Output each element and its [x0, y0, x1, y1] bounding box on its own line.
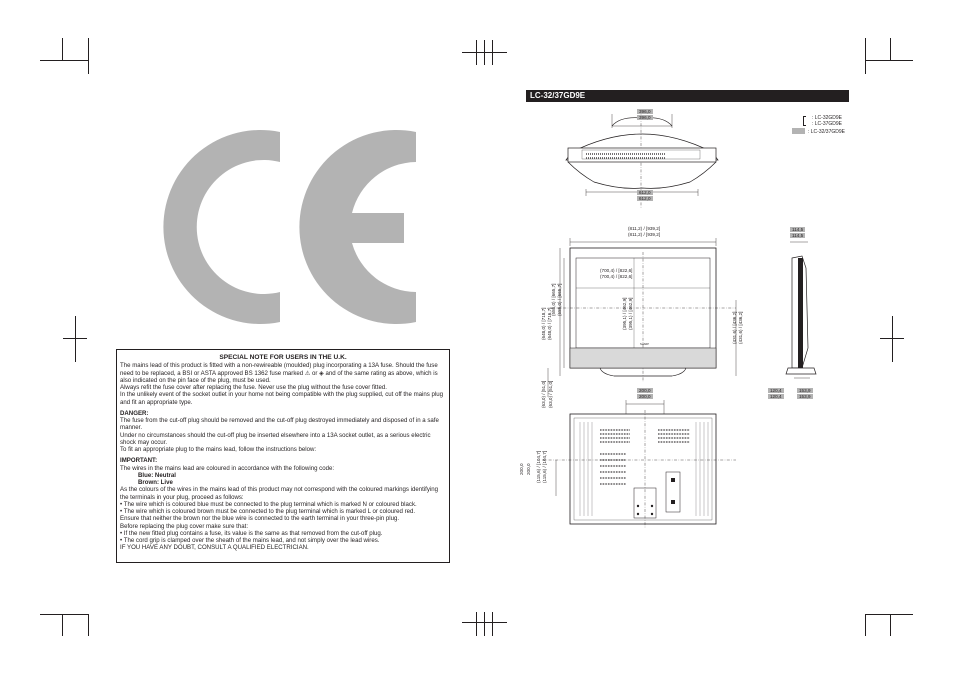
dim-label: 396,0	[637, 109, 653, 114]
dim-label: (700,4) / [822,6]	[600, 268, 633, 273]
dim-label: 153,9	[797, 394, 813, 399]
uk-special-note: SPECIAL NOTE FOR USERS IN THE U.K. The m…	[116, 349, 450, 563]
notice-paragraph: To fit an appropriate plug to the mains …	[120, 446, 317, 453]
dim-label: (586,0) / [665,7]	[551, 283, 556, 316]
dim-label: (811,2) / [939,2]	[628, 232, 661, 237]
dim-label: 396,0	[637, 115, 653, 120]
notice-paragraph: Before replacing the plug cover make sur…	[120, 522, 249, 530]
dim-label: (586,0) / [665,7]	[557, 283, 562, 316]
notice-paragraph: In the unlikely event of the socket outl…	[120, 391, 444, 406]
dim-label: 153,9	[797, 388, 813, 393]
legend-item: : LC-37GD9E	[812, 121, 843, 127]
notice-title: SPECIAL NOTE FOR USERS IN THE U.K.	[219, 354, 347, 361]
dim-label: 120,4	[768, 394, 784, 399]
notice-paragraph: Ensure that neither the brown nor the bl…	[120, 515, 400, 523]
legend-item: : LC-32GD9E	[812, 115, 843, 121]
notice-bullet: • The cord grip is clamped over the shea…	[120, 537, 380, 544]
dim-label: (395,1) / [462,9]	[622, 297, 627, 330]
notice-bullet: • If the new fitted plug contains a fuse…	[120, 529, 383, 537]
danger-heading: DANGER:	[120, 409, 149, 417]
model-header-bar: LC-32/37GD9E	[526, 90, 849, 102]
dim-label: (115,6) / [104,7]	[542, 450, 547, 483]
dim-label: 200,0	[637, 394, 653, 399]
dim-label: 200,0	[526, 463, 531, 476]
notice-bullet: • The wire which is coloured blue must b…	[120, 500, 417, 508]
dim-label: (395,1) / [462,9]	[628, 297, 633, 330]
wire-blue: Blue: Neutral	[138, 471, 176, 479]
dim-label: (648,0) / [718,7]	[541, 307, 546, 340]
important-heading: IMPORTANT:	[120, 457, 158, 465]
dim-label: 612,0	[637, 190, 653, 195]
dim-label: (431,6) / [436,2]	[732, 311, 737, 344]
notice-bullet: • The wire which is coloured brown must …	[120, 508, 416, 515]
notice-final: IF YOU HAVE ANY DOUBT, CONSULT A QUALIFI…	[120, 544, 309, 552]
notice-paragraph: The wires in the mains lead are coloured…	[120, 464, 335, 472]
wire-brown: Brown: Live	[138, 479, 173, 486]
dim-label: 612,0	[637, 196, 653, 201]
rear-view-drawing	[542, 400, 736, 528]
dim-label: 200,0	[519, 463, 524, 476]
dim-label: (115,6) / [104,7]	[536, 450, 541, 483]
notice-paragraph: Always refit the fuse cover after replac…	[120, 384, 387, 391]
legend-swatch	[792, 128, 805, 134]
svg-text:SHARP: SHARP	[640, 342, 649, 346]
ce-logo	[163, 129, 416, 324]
notice-paragraph: The fuse from the cut-off plug should be…	[120, 417, 439, 432]
dim-label: 120,4	[768, 388, 784, 393]
dim-label: 200,0	[637, 388, 653, 393]
notice-paragraph: The mains lead of this product is fitted…	[120, 362, 438, 384]
dim-label: (811,2) / [939,2]	[628, 226, 661, 231]
notice-paragraph: As the colours of the wires in the mains…	[120, 486, 439, 501]
dim-label: (431,6) / [436,2]	[738, 311, 743, 344]
notice-paragraph: Under no circumstances should the cut-of…	[120, 431, 431, 446]
dim-label: (700,4) / [822,6]	[600, 274, 633, 279]
model-header: LC-32/37GD9E	[530, 91, 586, 100]
side-view-drawing	[785, 241, 817, 379]
front-view-drawing: SHARP	[547, 238, 737, 397]
dim-label: 114,5	[790, 227, 806, 232]
legend-item: : LC-32/37GD9E	[808, 129, 845, 135]
dim-label: 114,5	[790, 233, 806, 238]
